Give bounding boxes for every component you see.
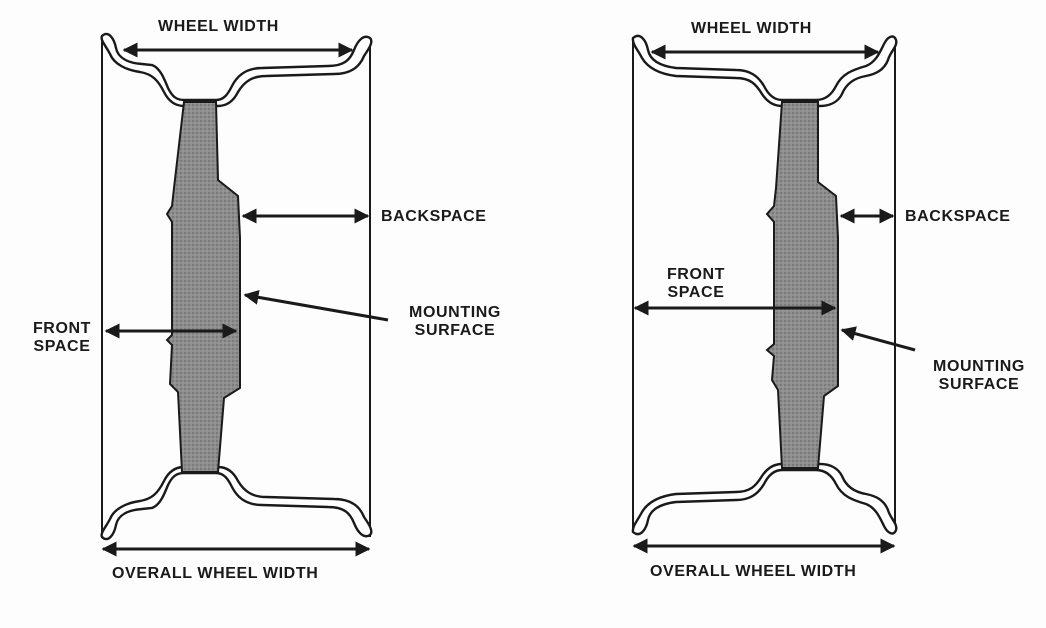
right-wheel xyxy=(631,34,898,536)
left-overall-wheel-width-label: OVERALL WHEEL WIDTH xyxy=(112,565,319,582)
right-wheel-rim-top xyxy=(631,34,898,108)
left-mounting-surface-line2: SURFACE xyxy=(414,322,496,339)
right-front-space-line1: FRONT xyxy=(666,266,726,283)
left-wheel xyxy=(100,32,373,541)
right-mounting-surface-line2: SURFACE xyxy=(938,376,1020,393)
right-front-space-label: FRONT SPACE xyxy=(656,266,736,302)
left-wheel-width-label: WHEEL WIDTH xyxy=(158,18,279,35)
right-backspace-label: BACKSPACE xyxy=(905,208,1011,225)
right-mounting-surface-label: MOUNTING SURFACE xyxy=(916,358,1042,394)
left-front-space-line2: SPACE xyxy=(33,338,91,355)
right-front-space-line2: SPACE xyxy=(667,284,725,301)
left-front-space-label: FRONT SPACE xyxy=(24,320,100,356)
right-wheel-rim-bottom xyxy=(631,462,898,536)
left-mounting-surface-arrow xyxy=(243,289,389,322)
right-mounting-surface-arrow xyxy=(840,326,916,352)
right-mounting-surface-line1: MOUNTING xyxy=(933,358,1025,375)
left-backspace-label: BACKSPACE xyxy=(381,208,487,225)
left-wheel-rim-top xyxy=(100,32,373,108)
left-front-space-line1: FRONT xyxy=(32,320,92,337)
left-wheel-disc xyxy=(165,101,241,473)
left-wheel-rim-bottom xyxy=(100,465,373,541)
left-mounting-surface-label: MOUNTING SURFACE xyxy=(392,304,518,340)
left-mounting-surface-line1: MOUNTING xyxy=(409,304,501,321)
right-wheel-width-label: WHEEL WIDTH xyxy=(691,20,812,37)
right-wheel-disc xyxy=(765,101,839,469)
right-overall-wheel-width-label: OVERALL WHEEL WIDTH xyxy=(650,563,857,580)
dimension-arrows xyxy=(101,42,916,557)
